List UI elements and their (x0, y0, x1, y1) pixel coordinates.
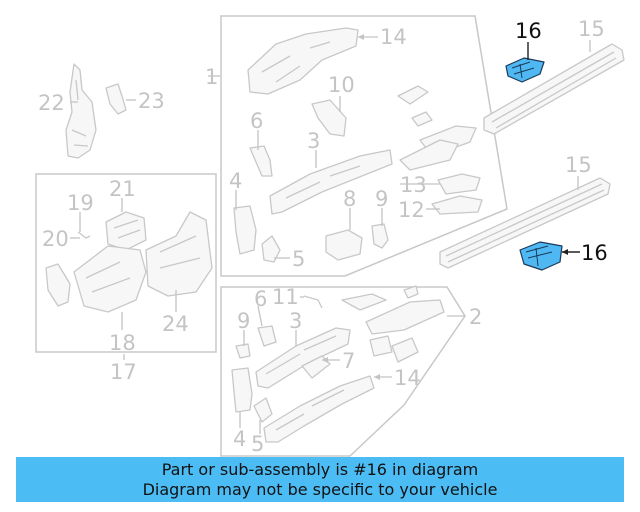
info-banner: Part or sub-assembly is #16 in diagram D… (16, 457, 624, 502)
callout-9-lower: 9 (237, 309, 250, 333)
callout-1: 1 (205, 65, 218, 89)
part-10-bracket (311, 99, 347, 137)
part-8-bracket (325, 229, 363, 261)
part-5-lower-clip (253, 397, 273, 423)
callout-9-upper: 9 (375, 187, 388, 211)
callout-6-lower: 6 (254, 287, 267, 311)
part-11-bolt (303, 295, 323, 309)
part-5-clip (261, 235, 281, 263)
part-24-panel (145, 211, 213, 297)
part-7-bracket (301, 355, 331, 379)
callout-2: 2 (469, 305, 482, 329)
part-3-member (269, 149, 393, 215)
part-22-bracket (65, 63, 97, 159)
callout-23: 23 (138, 89, 165, 113)
callout-11: 11 (272, 285, 299, 309)
part-20-bracket (45, 263, 71, 307)
part-19-bolt (77, 231, 91, 239)
part-6-lower-bracket (257, 325, 277, 347)
callout-6-upper: 6 (250, 109, 263, 133)
callout-3-lower: 3 (289, 309, 302, 333)
callout-7: 7 (342, 349, 355, 373)
callout-20: 20 (42, 227, 69, 251)
assembly-2-outline (220, 286, 466, 457)
callout-4-lower: 4 (233, 427, 246, 451)
part-15-lower-sill-rail (439, 177, 611, 269)
part-15-upper-sill-rail (483, 43, 625, 135)
callout-19: 19 (67, 191, 94, 215)
callout-22: 22 (38, 91, 65, 115)
callout-12: 12 (398, 198, 425, 222)
assembly-1-outline (220, 15, 508, 277)
part-23-bracket (105, 83, 127, 115)
callout-8: 8 (343, 187, 356, 211)
part-13-bracket (437, 173, 481, 195)
banner-line-2: Diagram may not be specific to your vehi… (142, 479, 498, 499)
part-9-lower-bracket (235, 343, 251, 359)
part-2-upper-pieces (341, 285, 445, 363)
callout-14-upper: 14 (380, 25, 407, 49)
assembly-17-outline (35, 173, 217, 353)
part-4-bracket (233, 205, 257, 255)
part-12-bracket (431, 195, 483, 215)
part-14-lower-rail (263, 375, 375, 443)
part-6-bracket (249, 145, 273, 177)
callout-21: 21 (109, 177, 136, 201)
callout-18: 18 (109, 331, 136, 355)
callout-17: 17 (110, 360, 137, 384)
callout-5-upper: 5 (292, 247, 305, 271)
part-3-lower-member (255, 327, 351, 389)
part-9-bracket (371, 223, 389, 249)
callout-14-lower: 14 (394, 366, 421, 390)
part-16-upper-highlighted (505, 57, 545, 83)
part-14-upper-rail (247, 27, 359, 95)
part-16-lower-highlighted (519, 241, 563, 271)
callout-16-lower: 16 (581, 241, 608, 265)
callout-15-lower: 15 (565, 153, 592, 177)
callout-10: 10 (328, 73, 355, 97)
part-21-mount (105, 211, 147, 251)
callout-4-upper: 4 (229, 169, 242, 193)
callout-16-upper: 16 (515, 19, 542, 43)
callout-3-upper: 3 (307, 129, 320, 153)
banner-line-1: Part or sub-assembly is #16 in diagram (161, 459, 479, 479)
part-4-lower-bracket (231, 367, 253, 413)
part-18-apron (73, 245, 147, 313)
callout-24: 24 (162, 312, 189, 336)
part-upper-right-pieces (397, 85, 477, 171)
callout-13: 13 (400, 173, 427, 197)
callout-5-lower: 5 (251, 432, 264, 456)
callout-15-upper: 15 (578, 17, 605, 41)
